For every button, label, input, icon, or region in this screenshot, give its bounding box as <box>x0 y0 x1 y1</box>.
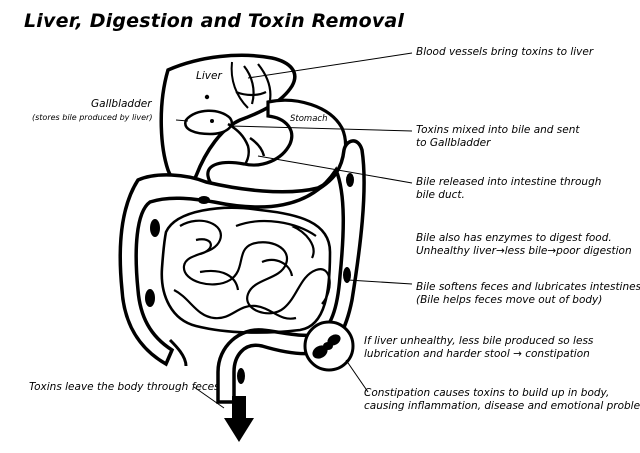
annotation-toxins-bile: Toxins mixed into bile and sent to Gallb… <box>416 124 580 149</box>
annotation-toxins-leave: Toxins leave the body through feces <box>29 381 220 393</box>
annotation-bile-softens: Bile softens feces and lubricates intest… <box>416 281 640 306</box>
annotation-bile-duct: Bile released into intestine through bil… <box>416 176 602 201</box>
stomach-label: Stomach <box>290 114 328 124</box>
gallbladder-note: (stores bile produced by liver) <box>32 113 153 122</box>
gallbladder-shape <box>184 109 233 136</box>
exit-arrow <box>224 396 254 442</box>
small-intestine <box>173 219 331 320</box>
gallbladder-label: Gallbladder <box>91 98 152 110</box>
blood-vessels <box>235 63 272 105</box>
annotation-liver-unhealthy: If liver unhealthy, less bile produced s… <box>364 335 594 360</box>
annotation-blood-vessels: Blood vessels bring toxins to liver <box>416 46 594 58</box>
leader-lines <box>175 52 413 409</box>
page-title: Liver, Digestion and Toxin Removal <box>24 10 405 32</box>
liver-label: Liver <box>196 70 222 82</box>
annotation-bile-enzymes: Bile also has enzymes to digest food. Un… <box>416 232 632 257</box>
annotation-constipation: Constipation causes toxins to build up i… <box>364 387 640 412</box>
bile-duct <box>227 122 266 167</box>
